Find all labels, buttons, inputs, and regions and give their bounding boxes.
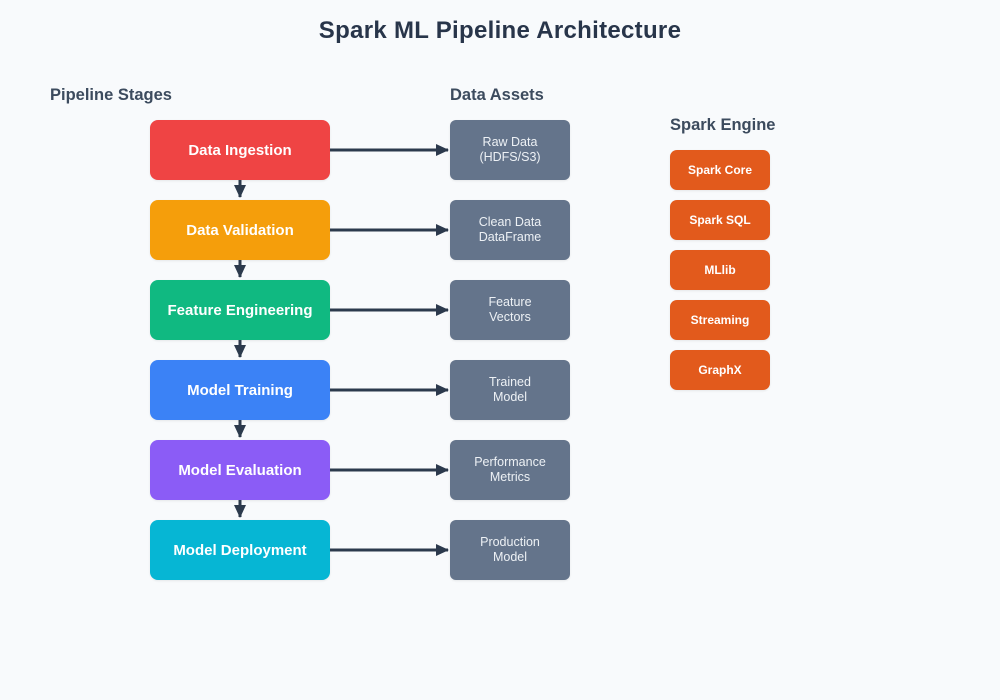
asset-node-production-model: Production Model [450,520,570,580]
stage-node-model-training: Model Training [150,360,330,420]
asset-label-line1: Performance [474,455,546,469]
asset-label-line2: Vectors [489,310,531,324]
engine-node-spark-core: Spark Core [670,150,770,190]
engine-node-spark-sql: Spark SQL [670,200,770,240]
stage-label: Model Deployment [173,541,307,559]
asset-node-raw-data: Raw Data (HDFS/S3) [450,120,570,180]
engine-node-mllib: MLlib [670,250,770,290]
asset-label-line2: Model [492,550,528,564]
asset-node-performance-metrics: Performance Metrics [450,440,570,500]
stage-node-model-deployment: Model Deployment [150,520,330,580]
asset-label-line1: Clean Data [478,215,542,229]
stage-node-model-evaluation: Model Evaluation [150,440,330,500]
stage-label: Data Validation [186,221,294,239]
section-header-spark-engine: Spark Engine [670,116,776,134]
stage-label: Feature Engineering [167,301,313,319]
asset-label-line1: Feature [488,295,532,309]
stage-label: Data Ingestion [188,141,292,159]
stage-node-data-validation: Data Validation [150,200,330,260]
section-header-pipeline-stages: Pipeline Stages [50,86,172,104]
asset-label-line1: Raw Data [482,135,538,149]
asset-label-line2: Metrics [489,470,531,484]
stage-label: Model Training [187,381,293,399]
asset-label-line2: (HDFS/S3) [479,150,541,164]
engine-node-graphx: GraphX [670,350,770,390]
engine-node-streaming: Streaming [670,300,770,340]
engine-label: GraphX [698,363,742,377]
section-header-data-assets: Data Assets [450,86,544,104]
stage-label: Model Evaluation [178,461,302,479]
page-title: Spark ML Pipeline Architecture [318,17,682,44]
asset-node-trained-model: Trained Model [450,360,570,420]
asset-node-clean-data: Clean Data DataFrame [450,200,570,260]
engine-label: Spark SQL [689,213,751,227]
engine-label: Streaming [690,313,750,327]
asset-label-line1: Trained [489,375,531,389]
stage-node-feature-engineering: Feature Engineering [150,280,330,340]
stage-node-data-ingestion: Data Ingestion [150,120,330,180]
asset-label-line2: DataFrame [478,230,542,244]
engine-label: Spark Core [687,163,753,177]
engine-label: MLlib [704,263,736,277]
asset-node-feature-vectors: Feature Vectors [450,280,570,340]
asset-label-line1: Production [480,535,540,549]
asset-label-line2: Model [492,390,528,404]
